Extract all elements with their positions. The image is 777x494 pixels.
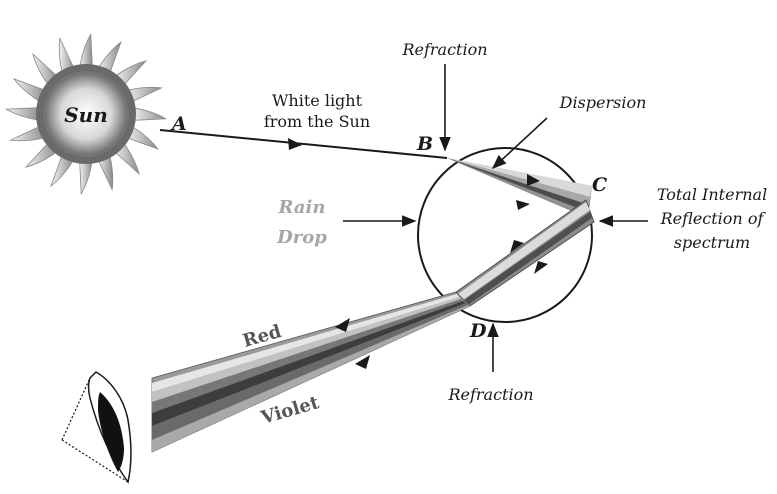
sun-ray	[125, 86, 164, 104]
rain-drop-label-line1: Rain	[278, 197, 326, 218]
sun-ray	[4, 107, 41, 121]
eye-icon	[61, 371, 132, 484]
tir-label-line2: Reflection of	[660, 209, 767, 228]
white-light-label-line1: White light	[272, 91, 363, 110]
tir-label-line1: Total Internal	[657, 185, 767, 204]
beam-arrow-4	[534, 261, 548, 274]
reflected-spectrum-band	[455, 199, 595, 307]
sun-ray	[79, 32, 93, 69]
point-a-label: A	[170, 113, 187, 135]
sun-ray	[50, 153, 76, 188]
incident-ray	[159, 129, 448, 159]
white-light-label-line2: from the Sun	[264, 112, 370, 131]
dispersed-spectrum-beam	[447, 158, 592, 218]
rain-drop-circle	[417, 147, 593, 323]
refraction-bottom-label: Refraction	[447, 385, 533, 404]
incident-ray-arrowhead	[288, 138, 302, 150]
beam-arrow-2	[516, 200, 530, 210]
sun-ray	[96, 40, 122, 75]
beam-arrow-6	[355, 355, 370, 369]
beam-arrow-3	[510, 240, 524, 253]
point-c-label: C	[592, 174, 607, 196]
dispersion-label: Dispersion	[559, 93, 647, 112]
point-d-label: D	[469, 320, 487, 342]
tir-label-line3: spectrum	[674, 233, 750, 252]
outgoing-spectrum-band	[151, 291, 471, 453]
sun-ray	[125, 124, 160, 150]
sun-ray	[12, 78, 47, 104]
sun-ray	[8, 124, 47, 142]
beam-arrow-5	[335, 318, 350, 332]
sun-ray	[58, 36, 76, 75]
sun-disc	[43, 71, 129, 157]
sun-ray	[79, 159, 93, 196]
rain-drop-label-line2: Drop	[276, 227, 327, 248]
sun-ray	[96, 153, 114, 192]
sun-ray	[131, 107, 168, 121]
dispersion-arrow	[491, 117, 548, 169]
refraction-top-label: Refraction	[401, 40, 487, 59]
beam-arrow-1	[527, 174, 540, 186]
sun-label: Sun	[64, 103, 108, 127]
sun-icon: Sun	[4, 32, 168, 196]
point-b-label: B	[416, 133, 433, 155]
